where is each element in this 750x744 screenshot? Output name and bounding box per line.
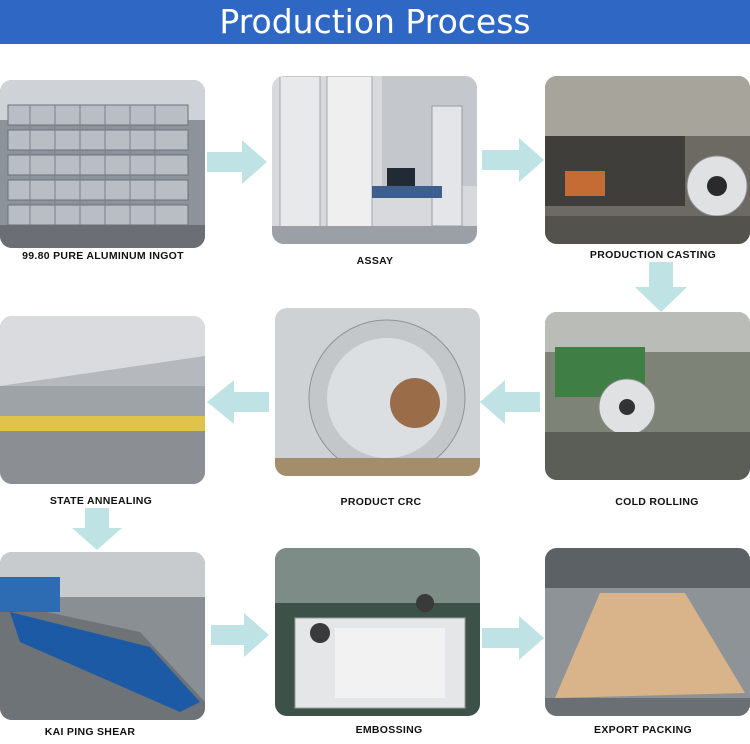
- flow-arrow-down: [72, 508, 122, 550]
- flow-arrow-left: [480, 380, 540, 424]
- step-caption: EMBOSSING: [355, 724, 423, 736]
- step-photo-embossing: [275, 548, 480, 716]
- step-photo-aluminum-ingot: [0, 80, 205, 248]
- step-photo-production-casting: [545, 76, 750, 244]
- step-caption: STATE ANNEALING: [49, 495, 153, 507]
- step-caption: EXPORT PACKING: [594, 724, 692, 736]
- step-photo-kai-ping-shear: [0, 552, 205, 720]
- flow-arrow-right: [482, 616, 544, 660]
- step-caption: PRODUCTION CASTING: [589, 249, 717, 261]
- step-photo-product-crc: [275, 308, 480, 476]
- step-caption: KAI PING SHEAR: [44, 726, 136, 738]
- flow-arrow-left: [207, 380, 269, 424]
- flow-arrow-down: [635, 262, 687, 312]
- step-caption: PRODUCT CRC: [340, 496, 422, 508]
- step-photo-assay: [272, 76, 477, 244]
- step-photo-export-packing: [545, 548, 750, 716]
- step-caption: COLD ROLLING: [615, 496, 699, 508]
- step-caption: 99.80 PURE ALUMINUM INGOT: [22, 250, 184, 262]
- page-title: Production Process: [219, 2, 531, 41]
- flow-arrow-right: [211, 613, 269, 657]
- step-photo-cold-rolling: [545, 312, 750, 480]
- flow-arrow-right: [207, 140, 267, 184]
- step-photo-state-annealing: [0, 316, 205, 484]
- title-banner: Production Process: [0, 0, 750, 44]
- step-caption: ASSAY: [356, 255, 394, 267]
- flow-arrow-right: [482, 138, 544, 182]
